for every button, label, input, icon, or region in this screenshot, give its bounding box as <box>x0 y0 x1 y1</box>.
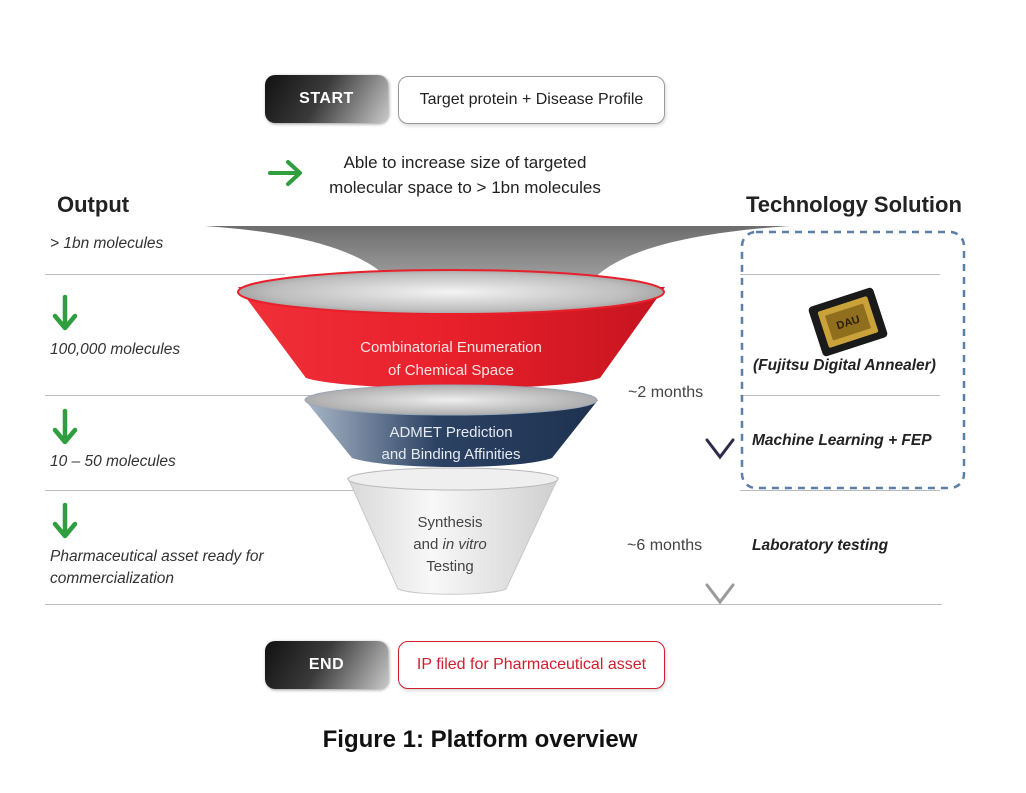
output-header: Output <box>57 192 130 217</box>
stage-white-line2b: in vitro <box>442 536 487 553</box>
timeline-label-2-months: ~2 months <box>628 384 704 401</box>
space-note-line1: Able to increase size of targeted <box>343 153 587 172</box>
divider-bottom <box>45 604 942 605</box>
start-description: Target protein + Disease Profile <box>398 76 665 124</box>
stage-white-line2: and in vitro <box>375 534 525 556</box>
down-arrow-icon <box>52 294 78 331</box>
stage-navy-line1: ADMET Prediction <box>389 424 513 441</box>
end-badge: END <box>265 641 388 689</box>
stage-red-line2: of Chemical Space <box>388 362 514 379</box>
note-arrow-icon <box>268 160 302 186</box>
timeline-arrow-1-head <box>705 438 735 460</box>
tech-label-annealer: (Fujitsu Digital Annealer) <box>753 357 936 374</box>
stage-navy-line2: and Binding Affinities <box>381 446 521 463</box>
stage-red-label: Combinatorial Enumeration of Chemical Sp… <box>320 336 582 382</box>
timeline-arrow-2-head <box>705 583 735 605</box>
stage-white-label: Synthesis and in vitro Testing <box>375 512 525 578</box>
space-note-line2: molecular space to > 1bn molecules <box>329 178 601 197</box>
divider-right-3 <box>740 490 940 491</box>
technology-dashed-box <box>740 230 966 490</box>
funnel-stage-red-rim <box>237 269 665 315</box>
stage-white-line1: Synthesis <box>417 514 483 531</box>
stage-navy-label: ADMET Prediction and Binding Affinities <box>340 422 562 466</box>
output-label-4: Pharmaceutical asset ready for commercia… <box>50 546 264 590</box>
output-label-2: 100,000 molecules <box>50 341 181 358</box>
output-label-4-line2: commercialization <box>50 570 175 587</box>
stage-white-line2a: and <box>413 536 443 553</box>
output-label-4-line1: Pharmaceutical asset ready for <box>50 548 264 565</box>
timeline-label-6-months: ~6 months <box>627 537 703 554</box>
down-arrow-icon <box>52 408 78 445</box>
divider-right-1 <box>740 274 940 275</box>
end-description: IP filed for Pharmaceutical asset <box>398 641 665 689</box>
funnel-top-mouth <box>205 226 790 290</box>
stage-white-line3: Testing <box>426 558 474 575</box>
divider-right-2 <box>740 395 940 396</box>
technology-header: Technology Solution <box>746 192 962 217</box>
funnel-stage-red <box>238 287 665 389</box>
start-badge: START <box>265 75 388 123</box>
stage-red-line1: Combinatorial Enumeration <box>360 339 542 356</box>
tech-label-ml: Machine Learning + FEP <box>752 432 932 449</box>
divider-left-3 <box>45 490 355 491</box>
divider-left-1 <box>45 274 285 275</box>
figure-caption: Figure 1: Platform overview <box>322 726 638 753</box>
space-note: Able to increase size of targeted molecu… <box>315 150 615 200</box>
funnel-stage-white-rim <box>347 467 559 491</box>
down-arrow-icon <box>52 502 78 539</box>
funnel-stage-white <box>347 477 559 595</box>
output-label-1: > 1bn molecules <box>50 235 164 252</box>
funnel-stage-navy <box>305 400 598 467</box>
output-label-3: 10 – 50 molecules <box>50 453 176 470</box>
digital-annealer-chip-icon <box>808 287 888 357</box>
tech-label-lab: Laboratory testing <box>752 537 889 554</box>
chip-label: DAU <box>835 314 861 333</box>
divider-left-2 <box>45 395 315 396</box>
funnel-stage-navy-rim <box>304 384 598 416</box>
